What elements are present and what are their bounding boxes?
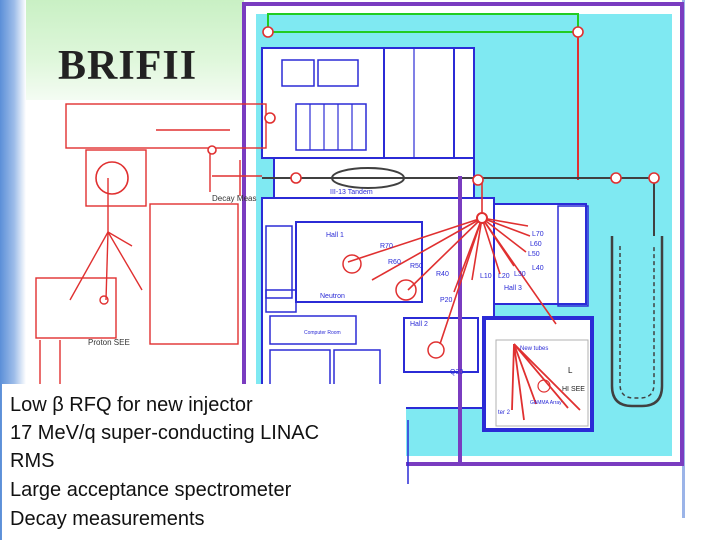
caption-line-spectrometer: Large acceptance spectrometer (10, 479, 292, 501)
label-new-tubes: New tubes (520, 346, 548, 352)
caption-line-decay: Decay measurements (10, 508, 205, 530)
label-r50: R50 (410, 263, 423, 270)
blue-wall-fragments (265, 225, 409, 484)
label-hall2: Hall 2 (410, 321, 428, 328)
label-hall3: Hall 3 (504, 285, 522, 292)
new-tubes-beamlines (511, 343, 581, 421)
injector-area-plan (35, 103, 267, 384)
hall1-target-1 (342, 254, 362, 274)
label-ter2: ter 2 (498, 410, 511, 416)
label-l-mark: L (568, 366, 573, 375)
caption-box: Low β RFQ for new injector 17 MeV/q supe… (2, 384, 406, 540)
caption-line-rms: RMS (10, 450, 55, 472)
new-tubes-inner (495, 339, 589, 427)
label-hall1: Hall 1 (326, 232, 344, 239)
label-r40: R40 (436, 271, 449, 278)
label-tandem: III-13 Tandem (330, 189, 373, 196)
hall1-room (295, 221, 423, 303)
red-beamlines (347, 180, 557, 345)
label-hi-see: HI SEE (562, 386, 585, 393)
caption-line-linac: 17 MeV/q super-conducting LINAC (10, 422, 320, 444)
slide-title: BRIFII (58, 43, 198, 89)
label-decay-meas: Decay Meas (212, 194, 256, 203)
green-beam-path (267, 13, 579, 33)
label-l50: L50 (528, 251, 540, 258)
label-l40: L40 (532, 265, 544, 272)
label-p20: P20 (440, 297, 453, 304)
gamma-array-icon (537, 379, 551, 393)
label-r60: R60 (388, 259, 401, 266)
label-r70: R70 (380, 243, 393, 250)
upper-room-3 (295, 103, 367, 151)
proton-see-target (99, 295, 109, 305)
side-rooms (557, 205, 589, 307)
magnet-markers (207, 26, 660, 186)
label-l60: L60 (530, 241, 542, 248)
label-l30: L30 (514, 271, 526, 278)
label-l70: L70 (532, 231, 544, 238)
label-l10: L10 (480, 273, 492, 280)
label-proton-see: Proton SEE (88, 338, 130, 347)
caption-line-rfq: Low β RFQ for new injector (10, 394, 253, 416)
switching-magnet (476, 212, 488, 224)
linac-racetrack (610, 236, 664, 408)
cyclotron-icon (95, 161, 129, 195)
hall1-target-2 (395, 279, 417, 301)
label-neutron: Neutron (320, 293, 345, 300)
label-computer-room: Computer Room (304, 330, 341, 336)
label-q30: Q30 (450, 369, 463, 376)
label-l20: L20 (498, 273, 510, 280)
upper-room-2 (317, 59, 359, 87)
hall2-room (403, 317, 479, 373)
label-gamma-array: GAMMA Array (530, 400, 562, 406)
computer-room (269, 315, 357, 345)
hall2-target (427, 341, 445, 359)
upper-building-right (383, 47, 455, 159)
upper-room-1 (281, 59, 315, 87)
linac-inner (619, 246, 655, 399)
title-box (26, 0, 244, 100)
